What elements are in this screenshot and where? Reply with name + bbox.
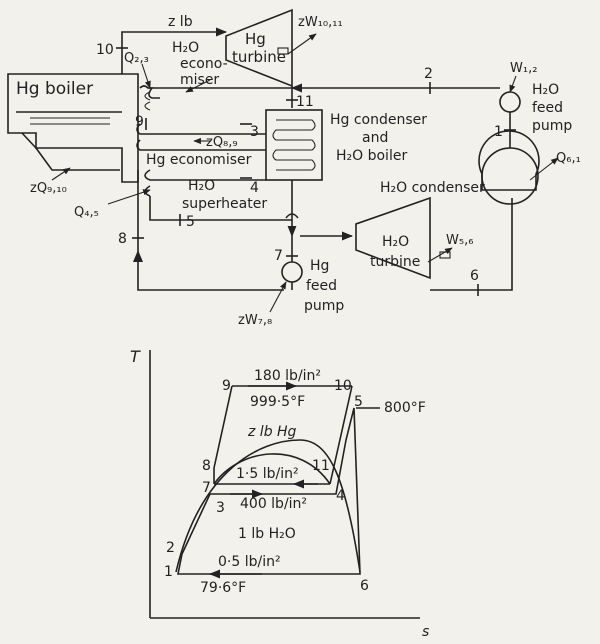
state-5: 5 [186, 214, 195, 230]
p-180-label: 180 lb/in² [254, 368, 321, 384]
plant-schematic: Hg boiler Hg turbine z lb 10 zW₁₀,₁₁ 11 [7, 8, 581, 328]
hg-condenser-label: Hg condenser and H₂O boiler [330, 112, 432, 164]
W-1-2-label: W₁,₂ [510, 61, 537, 76]
h2o-economiser-line-2: econo- [180, 56, 228, 72]
hg-turbine-line-1: Hg [245, 30, 266, 48]
h2o-feed-pump-label: H₂O feed pump [532, 82, 572, 134]
state-10: 10 [96, 42, 114, 58]
h2o-feed-pump-line-2: feed [532, 100, 563, 116]
h2o-economiser-line-1: H₂O [172, 40, 199, 56]
q-2-3-label: Q₂,₃ [124, 51, 149, 66]
hg-condenser-line-2: and [362, 130, 388, 146]
hg-turbine: Hg turbine [225, 8, 293, 88]
hg-feed-pump-line-1: Hg [310, 258, 329, 274]
h2o-feed-pump-line-3: pump [532, 118, 572, 134]
pt-5: 5 [354, 394, 363, 410]
pt-4: 4 [336, 488, 345, 504]
hg-feed-pump-label: Hg feed pump [304, 258, 344, 314]
q-4-5-label: Q₄,₅ [74, 205, 99, 220]
hg-turbine-line-2: turbine [232, 48, 286, 66]
state-2: 2 [424, 66, 433, 82]
hg-condenser-line-3: H₂O boiler [336, 148, 407, 164]
p-1-5-label: 1·5 lb/in² [236, 466, 299, 482]
state-7: 7 [274, 248, 283, 264]
pt-1: 1 [164, 564, 173, 580]
h2o-condenser-label: H₂O condenser [380, 180, 485, 196]
h2o-economiser: Q₂,₃ H₂O econo- miser [124, 40, 292, 111]
hg-boiler: Hg boiler [7, 73, 139, 183]
pt-9: 9 [222, 378, 231, 394]
zW-10-11-label: zW₁₀,₁₁ [298, 15, 343, 30]
h2o-condenser: H₂O condenser Q₆,₁ [380, 130, 581, 205]
state-3: 3 [250, 124, 259, 140]
h2o-economiser-line-3: miser [180, 72, 219, 88]
state-4: 4 [250, 180, 259, 196]
h2o-feed-pump: 1 W₁,₂ H₂O feed pump [494, 61, 572, 148]
zW-7-8-label: zW₇,₈ [238, 313, 272, 328]
h2o-turbine: H₂O turbine W₅,₆ [355, 196, 473, 280]
ts-diagram: T s 180 lb/in² 999·5°F z lb Hg 1·5 lb/in… [130, 347, 429, 640]
h2o-superheater-line-2: superheater [182, 196, 267, 212]
h2o-economiser-label: H₂O econo- miser [172, 40, 232, 88]
state-11: 11 [296, 94, 314, 110]
h2o-feed-pump-line-1: H₂O [532, 82, 559, 98]
hg-economiser: 9 zQ₈,₉ Hg economiser [135, 114, 266, 168]
t-999-label: 999·5°F [250, 394, 305, 410]
pt-8: 8 [202, 458, 211, 474]
p-0-5-label: 0·5 lb/in² [218, 554, 281, 570]
state-6: 6 [470, 268, 479, 284]
axis-t-label: T [130, 347, 141, 366]
pt-2: 2 [166, 540, 175, 556]
pt-3: 3 [216, 500, 225, 516]
hg-feed-pump: 7 Hg feed pump zW₇,₈ [238, 236, 344, 328]
pt-11: 11 [312, 458, 330, 474]
z-lb-label: z lb [168, 14, 193, 30]
state-8: 8 [118, 231, 127, 247]
t-79-label: 79·6°F [200, 580, 246, 596]
hg-turbine-label: Hg turbine [232, 30, 286, 66]
axis-s-label: s [422, 624, 429, 640]
p-400-label: 400 lb/in² [240, 496, 307, 512]
h2o-superheater-label: H₂O superheater [182, 178, 267, 212]
state-1: 1 [494, 124, 503, 140]
hg-economiser-label: Hg economiser [146, 152, 252, 168]
state-9: 9 [135, 114, 144, 130]
h2o-turbine-line-2: turbine [370, 254, 420, 270]
pt-6: 6 [360, 578, 369, 594]
hg-feed-pump-line-3: pump [304, 298, 344, 314]
hg-condenser-line-1: Hg condenser [330, 112, 427, 128]
zQ-9-10-label: zQ₉,₁₀ [30, 181, 67, 196]
pt-10: 10 [334, 378, 352, 394]
W-5-6-label: W₅,₆ [446, 233, 473, 248]
h2o-superheater: zQ₉,₁₀ Q₄,₅ H₂O superheater [30, 167, 267, 220]
pt-7: 7 [202, 480, 211, 496]
h2o-turbine-line-1: H₂O [382, 234, 409, 250]
h2o-turbine-label: H₂O turbine [370, 234, 420, 270]
t-800-label: 800°F [384, 400, 426, 416]
z-lb-hg-label: z lb Hg [247, 424, 297, 440]
hg-condenser: Hg condenser and H₂O boiler [265, 109, 432, 181]
zQ-8-9-label: zQ₈,₉ [206, 135, 238, 150]
hg-boiler-label: Hg boiler [16, 79, 93, 99]
h2o-superheater-line-1: H₂O [188, 178, 215, 194]
one-lb-h2o-label: 1 lb H₂O [238, 526, 296, 542]
hg-feed-pump-line-2: feed [306, 278, 337, 294]
q-6-1-label: Q₆,₁ [556, 151, 581, 166]
